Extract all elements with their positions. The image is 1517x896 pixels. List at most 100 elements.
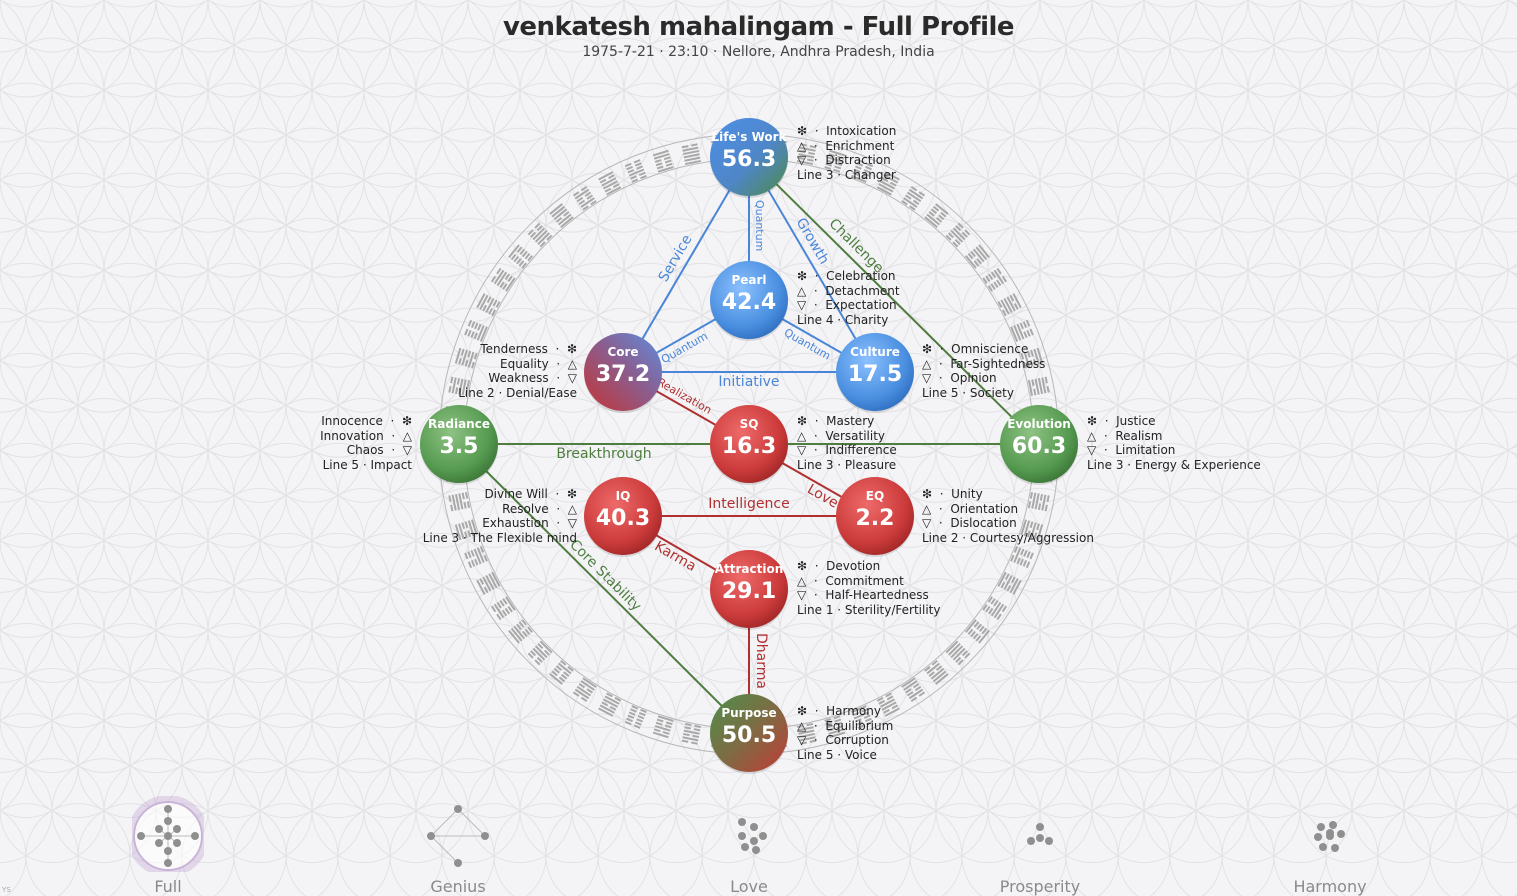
sphere-value: 16.3 — [722, 434, 776, 459]
hexagram-glyph — [824, 149, 846, 173]
info-line: Line 5 · Impact — [322, 457, 412, 472]
hexagram-glyph — [549, 660, 574, 685]
hexagram-glyph — [508, 619, 533, 644]
info-row: Resolve · △ — [423, 502, 577, 517]
hexagram-glyph — [997, 293, 1022, 317]
hexagram-glyph — [448, 491, 471, 512]
separator: · — [383, 428, 403, 443]
info-text: Mastery — [826, 414, 875, 428]
nav-label: Harmony — [1293, 877, 1367, 896]
info-pearl: ❇ · Celebration△ · Detachment▽ · Expecta… — [797, 269, 900, 327]
sphere-value: 37.2 — [596, 362, 650, 387]
hexagram-glyph — [549, 203, 574, 228]
shadow-symbol-icon: ▽ — [922, 371, 932, 385]
info-row: ❇ · Celebration — [797, 269, 900, 284]
info-row: △ · Realism — [1087, 429, 1261, 444]
info-row: △ · Versatility — [797, 429, 897, 444]
info-purpose: ❇ · Harmony△ · Equilibrium▽ · Corruption… — [797, 704, 893, 762]
info-text: Innocence — [321, 414, 383, 428]
hexagram-glyph — [572, 677, 597, 703]
separator: · — [547, 342, 567, 356]
hexagram-glyph — [1027, 376, 1050, 397]
info-row: ❇ · Devotion — [797, 559, 940, 574]
watermark: YS — [2, 886, 11, 894]
gift-symbol-icon: △ — [797, 718, 807, 733]
shadow-symbol-icon: ▽ — [567, 371, 577, 385]
hexagram-glyph — [624, 159, 647, 183]
sphere-value: 17.5 — [848, 362, 902, 387]
hexagram-glyph — [681, 722, 702, 745]
connection-label: Breakthrough — [556, 446, 651, 462]
siddhi-symbol-icon: ❇ — [1087, 414, 1098, 428]
info-row: Divine Will · ❇ — [423, 487, 577, 502]
gift-symbol-icon: △ — [1087, 428, 1097, 443]
birth-details: 1975-7-21 · 23:10 · Nellore, Andhra Prad… — [582, 44, 935, 60]
sphere-value: 50.5 — [722, 723, 776, 748]
separator: · — [806, 153, 826, 167]
separator: · — [931, 501, 951, 516]
separator: · — [1097, 414, 1117, 428]
info-text: Realism — [1115, 428, 1163, 443]
hexagram-glyph — [945, 222, 971, 248]
info-row: ❇ · Unity — [922, 487, 1094, 502]
shadow-symbol-icon: ▽ — [922, 516, 932, 530]
nav-full[interactable]: Full — [98, 796, 238, 896]
info-text: Versatility — [825, 428, 886, 443]
info-row: △ · Enrichment — [797, 139, 896, 154]
connection-label: Dharma — [753, 633, 769, 689]
nav-love[interactable]: Love — [679, 796, 819, 896]
info-line: Line 2 · Denial/Ease — [458, 385, 577, 400]
hexagram-glyph — [965, 244, 990, 269]
nav-harmony[interactable]: Harmony — [1260, 796, 1400, 896]
hexagram-glyph — [901, 677, 926, 703]
separator: · — [932, 487, 952, 501]
separator: · — [807, 269, 827, 283]
info-row: Chaos · ▽ — [320, 443, 412, 458]
info-row: ▽ · Limitation — [1087, 443, 1261, 458]
hexagram-glyph — [448, 376, 471, 397]
info-text: Devotion — [826, 559, 881, 573]
info-text: Unity — [951, 487, 983, 501]
sphere-value: 3.5 — [440, 434, 479, 459]
info-line: Line 3 · Pleasure — [797, 457, 897, 472]
info-line: Line 3 · Energy & Experience — [1087, 457, 1261, 472]
info-text: Detachment — [825, 283, 900, 298]
info-row: ▽ · Opinion — [922, 371, 1045, 386]
hexagram-glyph — [824, 715, 846, 739]
nav-genius[interactable]: Genius — [388, 796, 528, 896]
info-row: ❇ · Justice — [1087, 414, 1261, 429]
info-text: Expectation — [825, 298, 897, 312]
gift-symbol-icon: △ — [567, 501, 577, 516]
shadow-symbol-icon: ▽ — [797, 443, 807, 457]
separator: · — [931, 371, 951, 385]
shadow-symbol-icon: ▽ — [797, 298, 807, 312]
hexagram-glyph — [1010, 319, 1034, 342]
sphere-value: 40.3 — [596, 506, 650, 531]
separator: · — [806, 138, 826, 153]
nav-prosperity[interactable]: Prosperity — [970, 796, 1110, 896]
info-row: ▽ · Dislocation — [922, 516, 1094, 531]
separator: · — [1096, 443, 1116, 457]
info-text: Orientation — [950, 501, 1019, 516]
gift-symbol-icon: △ — [797, 138, 807, 153]
separator: · — [383, 443, 403, 457]
hexagram-glyph — [464, 546, 488, 569]
shadow-symbol-icon: ▽ — [797, 153, 807, 167]
separator: · — [548, 501, 568, 516]
hexagram-glyph — [851, 159, 874, 183]
info-line: Line 5 · Society — [922, 385, 1014, 400]
info-text: Harmony — [826, 704, 881, 718]
hexagram-glyph — [965, 619, 990, 644]
sphere-eq[interactable]: EQ2.2 — [836, 477, 914, 557]
